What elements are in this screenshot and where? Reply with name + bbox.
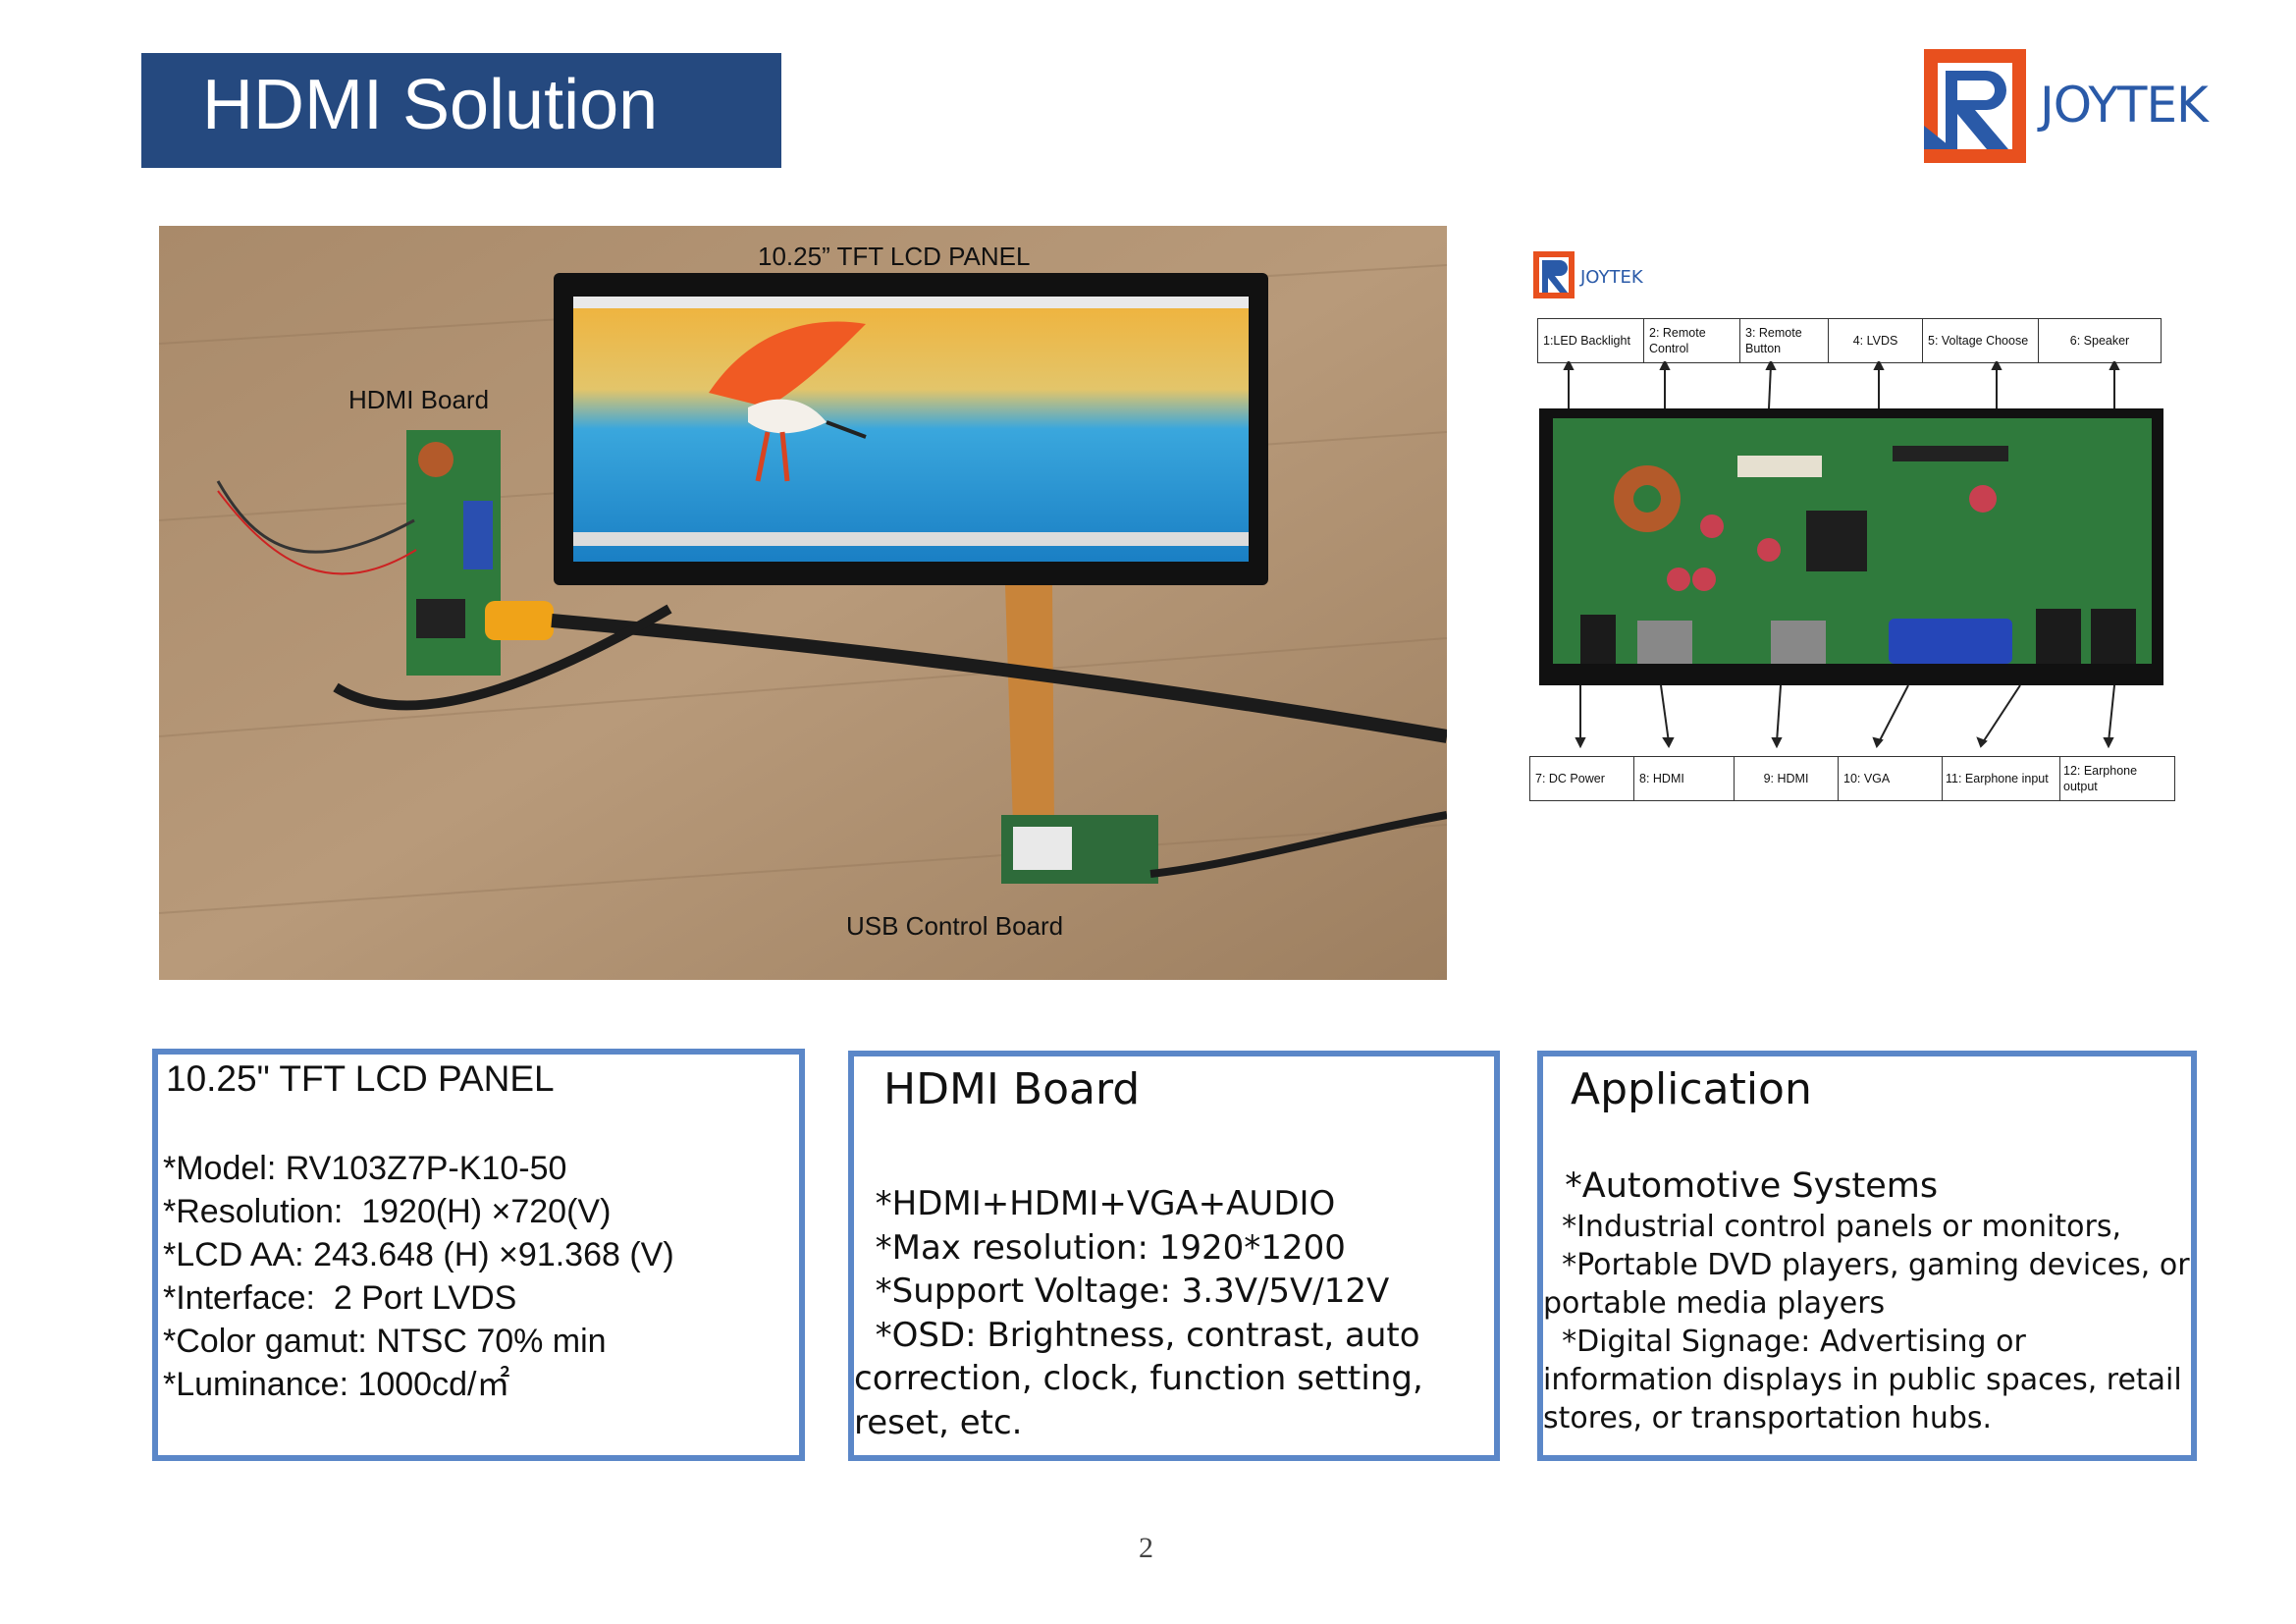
lcd-panel-spec-list: *Model: RV103Z7P-K10-50 *Resolution: 192…: [163, 1147, 674, 1406]
port-label: 12: Earphone output: [2063, 764, 2138, 793]
port-label: 10: VGA: [1839, 757, 1943, 800]
page-title: HDMI Solution: [202, 66, 659, 144]
joytek-logo: JOYTEK: [1924, 49, 2209, 165]
product-photo: 10.25” TFT LCD PANEL HDMI Board USB Cont…: [159, 226, 1447, 980]
port-label: 3: Remote Button: [1740, 319, 1829, 362]
spec-line: *Resolution: 1920(H) ×720(V): [163, 1193, 612, 1230]
port-label: 7: DC Power: [1530, 757, 1634, 800]
usb-board-label: USB Control Board: [846, 911, 1064, 941]
port-label: 5: Voltage Choose: [1923, 319, 2039, 362]
application-line: *Digital Signage: Advertising or informa…: [1543, 1325, 2192, 1435]
spec-line: *LCD AA: 243.648 (H) ×91.368 (V): [163, 1236, 674, 1273]
diagram-brand: JOYTEK: [1580, 267, 1643, 288]
hdmi-board-heading: HDMI Board: [883, 1064, 1141, 1114]
port-label: 6: Speaker: [2069, 334, 2130, 348]
port-label: 1:LED Backlight: [1538, 319, 1644, 362]
bottom-pointer-arrows: [1575, 685, 2115, 749]
spec-line: *Luminance: 1000cd/㎡: [163, 1366, 510, 1403]
hdmi-board-spec-list: *HDMI+HDMI+VGA+AUDIO *Max resolution: 19…: [854, 1182, 1492, 1444]
application-line: *Industrial control panels or monitors,: [1543, 1210, 2122, 1244]
spec-line: *Interface: 2 Port LVDS: [163, 1279, 517, 1317]
title-banner: HDMI Solution: [141, 53, 781, 168]
spec-line: *Support Voltage: 3.3V/5V/12V: [854, 1272, 1390, 1311]
pcb-board-image: [1539, 361, 2163, 685]
port-label: 4: LVDS: [1829, 319, 1923, 362]
hdmi-board-spec-box: HDMI Board *HDMI+HDMI+VGA+AUDIO *Max res…: [848, 1051, 1500, 1461]
application-box: Application *Automotive Systems *Industr…: [1537, 1051, 2197, 1461]
logo-text: JOYTEK: [2040, 77, 2209, 134]
joytek-mini-logo-icon: [1533, 251, 1575, 298]
spec-line: *HDMI+HDMI+VGA+AUDIO: [854, 1184, 1336, 1223]
lcd-panel-spec-box: 10.25" TFT LCD PANEL *Model: RV103Z7P-K1…: [152, 1049, 805, 1461]
bottom-port-labels: 7: DC Power 8: HDMI 9: HDMI 10: VGA 11: …: [1529, 756, 2175, 801]
spec-line: *Model: RV103Z7P-K10-50: [163, 1150, 567, 1187]
spec-line: *Max resolution: 1920*1200: [854, 1227, 1346, 1268]
application-line: *Automotive Systems: [1543, 1166, 1939, 1206]
application-heading: Application: [1571, 1064, 1812, 1114]
hdmi-board-label: HDMI Board: [348, 385, 490, 414]
application-list: *Automotive Systems *Industrial control …: [1543, 1164, 2191, 1437]
spec-line: *Color gamut: NTSC 70% min: [163, 1323, 607, 1360]
port-label: 9: HDMI: [1735, 757, 1839, 800]
port-label: 11: Earphone input: [1943, 757, 2060, 800]
page-number: 2: [1139, 1532, 1153, 1564]
application-line: *Portable DVD players, gaming devices, o…: [1543, 1248, 2200, 1321]
panel-label: 10.25” TFT LCD PANEL: [758, 242, 1031, 271]
lcd-panel-heading: 10.25" TFT LCD PANEL: [166, 1058, 555, 1099]
port-label: 2: Remote Control: [1644, 319, 1740, 362]
port-label: 8: HDMI: [1634, 757, 1735, 800]
joytek-r-logo-icon: [1924, 49, 2026, 163]
top-port-labels: 1:LED Backlight 2: Remote Control 3: Rem…: [1537, 318, 2162, 363]
board-port-diagram: JOYTEK 1:LED Backlight 2: Remote Control…: [1529, 245, 2177, 815]
spec-line: *OSD: Brightness, contrast, auto correct…: [854, 1315, 1434, 1442]
